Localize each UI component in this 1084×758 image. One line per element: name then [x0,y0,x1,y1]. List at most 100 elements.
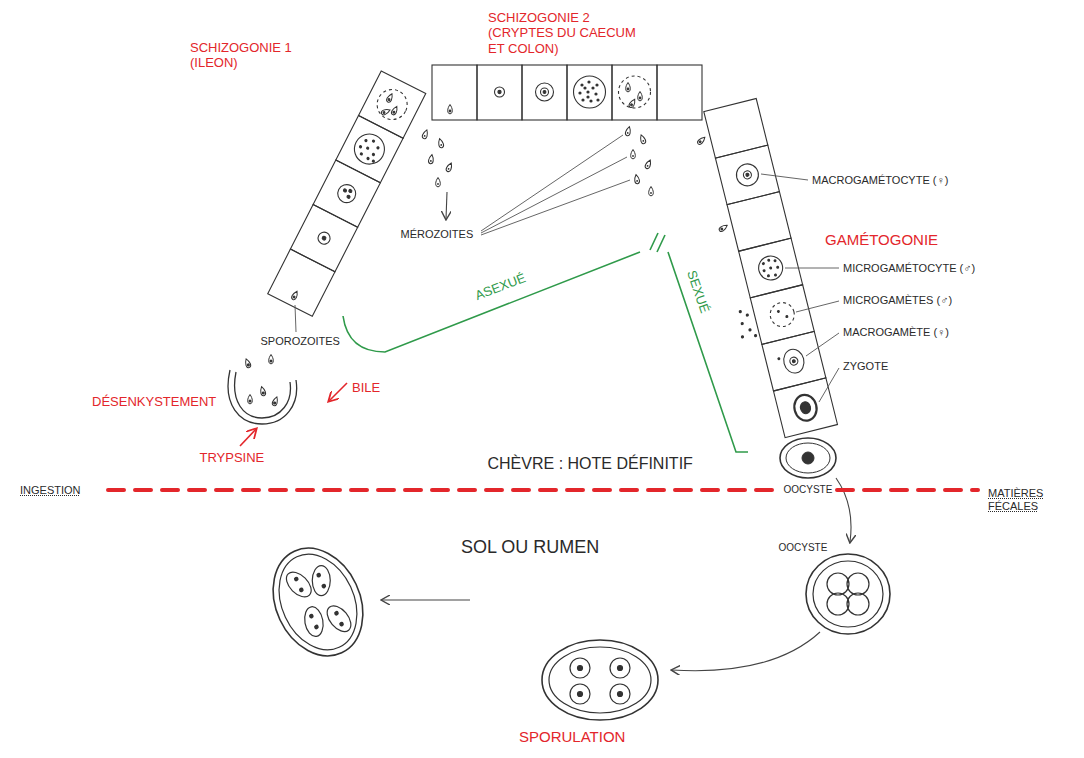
colon-epithelium-part [612,65,657,120]
colon-epithelium-part [541,88,549,96]
stage-title: SCHIZOGONIE 2 (CRYPTES DU CAECUM ET COLO… [488,10,648,57]
leader-line-part [819,368,839,402]
colon-epithelium-part [626,83,631,92]
bile-arrow [329,383,347,401]
gametogony-epithelium-part-part [774,273,778,277]
ileum-epithelium-part [346,195,350,199]
host-boundary [108,488,978,492]
colon-epithelium-part [619,76,651,108]
sporulated-oocyst [256,533,379,670]
leader-line [761,174,839,402]
ileum-epithelium-part-part [358,145,362,149]
flow-arrow [836,478,851,542]
phase-bracket-part [657,235,665,252]
stage-title: GAMÉTOGONIE [825,231,938,249]
colon-epithelium-part [638,92,643,101]
sporulated-oocyst-part-part [308,613,314,619]
sporulated-oocyst-part-part [333,610,339,616]
sporoblast-oocyst-part [610,658,630,678]
excysting-oocyst [228,355,297,425]
route-label: MATIÈRES FÉCALES [988,487,1060,513]
gametogony-epithelium-part [792,392,820,423]
route-label: INGESTION [20,484,81,497]
gametogony-epithelium-part-part [767,258,771,262]
ileum-epithelium-part-part [371,139,375,143]
gametogony-epithelium-part [777,357,781,361]
sporulated-oocyst-part-part [316,572,322,578]
colon-epithelium-part-part [586,90,589,93]
gametogony-epithelium-part-part [785,315,789,319]
phase-label: SEXUÉ [683,268,712,315]
ileum-epithelium-part [336,115,403,182]
oocyst-part [802,452,814,464]
gametogony-epithelium-part-part [769,266,773,270]
sporulated-oocyst-part [256,533,379,670]
sporoblast-oocyst [542,640,658,720]
gametogony-epithelium-part-part [741,335,745,339]
stage-label: ZYGOTE [843,360,888,373]
sporulating-oocyst-part [847,593,869,615]
sporulated-oocyst-part [322,601,355,636]
colon-epithelium-part-part [595,83,598,86]
excysting-oocyst-part [259,386,266,396]
colon-epithelium-part [432,65,477,120]
colon-epithelium-part [522,65,567,120]
colon-epithelium-part-part [580,83,583,86]
sporulated-oocyst-part-part [313,624,319,630]
sporulated-oocyst-part-part [338,621,344,627]
phase-bracket-part [668,252,748,452]
gametogony-epithelium-part-part [776,265,780,269]
factor-label: BILE [352,380,380,396]
host-label: CHÈVRE : HOTE DÉFINITIF [488,454,693,473]
leader-line-part [481,157,627,233]
environment-label: SOL OU RUMEN [461,537,599,559]
stage-label: MÉROZOITES [401,228,474,241]
merozoites [625,126,654,196]
gametogony-epithelium-part [792,359,795,362]
leader-line-part [481,180,630,235]
gametogony-epithelium-part [768,300,797,329]
excysting-oocyst-part [272,396,280,406]
stage-label: MICROGAMÈTES (♂) [843,294,952,307]
merozoites [422,129,454,187]
sporulated-oocyst-part [312,566,330,596]
sporulating-oocyst-part [806,554,890,634]
leader-line-part [481,135,623,231]
colon-epithelium-part [477,65,522,120]
merozoites-part [634,174,640,184]
sporoblast-oocyst-part [578,692,583,697]
stage-title: SCHIZOGONIE 1 (ILEON) [190,40,315,71]
sporoblast-oocyst-part [618,666,623,671]
phase-bracket [343,233,748,452]
colon-epithelium-part-part [587,80,590,83]
flow-arrow [672,632,820,671]
colon-epithelium-part-part [586,95,589,98]
phase-label: ASEXUÉ [472,270,527,303]
merozoites-part [639,134,647,144]
sporulating-oocyst-part [847,573,869,595]
gametogony-epithelium-part [781,347,806,375]
gametogony-epithelium [686,98,838,442]
sporulating-oocyst-part [827,573,849,595]
gametogony-epithelium-part [718,223,728,232]
merozoites-part [437,138,444,148]
merozoites-part [428,154,434,164]
excysting-oocyst-part [235,372,291,418]
excysting-oocyst-part [228,370,297,424]
colon-epithelium-part [574,76,606,108]
gametogony-epithelium-part [760,257,781,280]
gametogony-epithelium-part [727,192,791,252]
colon-epithelium-part [498,90,501,93]
leader-line-part [761,174,808,180]
gametogony-epithelium-part-part [773,259,777,263]
gametogony-epithelium-part [734,299,791,341]
sporoblast-oocyst-part [549,647,651,713]
oocyst [780,438,836,478]
merozoites-part [422,129,430,139]
ileum-epithelium-part-part [359,152,363,156]
phase-bracket-part [650,233,658,250]
colon-epithelium-part-part [578,91,581,94]
sporulated-oocyst-part-part [293,576,299,582]
